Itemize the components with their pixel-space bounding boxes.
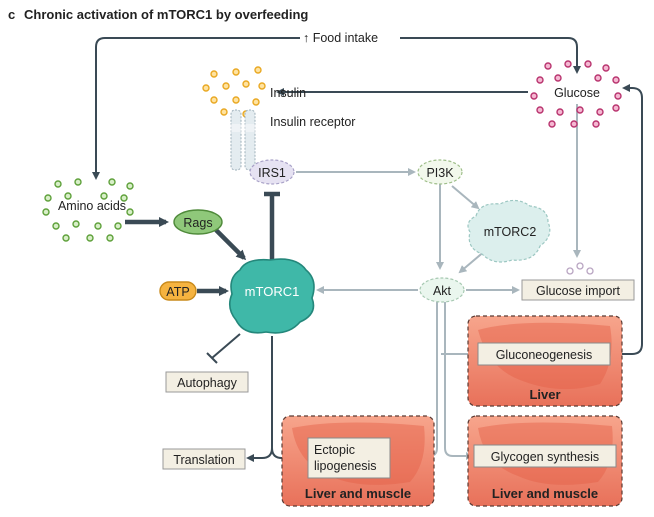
mtorc1-node — [228, 258, 315, 334]
mtorc1-label: mTORC1 — [245, 284, 300, 299]
glycogen-synthesis-label: Glycogen synthesis — [491, 450, 599, 464]
gluconeogenesis-label: Gluconeogenesis — [496, 348, 593, 362]
liver-label: Liver — [529, 387, 560, 402]
translation-label: Translation — [173, 453, 234, 467]
translation-box — [162, 448, 246, 470]
liver-and-muscle-label-1: Liver and muscle — [305, 486, 411, 501]
food-intake-arrows — [92, 37, 581, 180]
glucose-import-dots — [566, 262, 594, 275]
amino-acid-dots — [42, 178, 134, 242]
rags-node — [173, 209, 223, 235]
gluconeogenesis-to-glucose-arrow — [610, 84, 643, 355]
ectopic-lipogenesis-line1: Ectopic — [314, 443, 355, 457]
mtorc1-to-translation-arrow — [246, 336, 273, 462]
insulin-receptor-label: Insulin receptor — [270, 115, 355, 129]
insulin-dots — [202, 66, 266, 118]
glucose-label: Glucose — [554, 86, 600, 100]
lipogenesis-panel: Ectopic lipogenesis Liver and muscle — [281, 415, 435, 507]
glycogen-panel: Glycogen synthesis Liver and muscle — [467, 415, 623, 507]
pi3k-node — [417, 159, 463, 185]
insulin-label: Insulin — [270, 86, 306, 100]
ectopic-lipogenesis-line2: lipogenesis — [314, 459, 377, 473]
glucose-dots — [530, 60, 622, 128]
irs1-label: IRS1 — [258, 166, 286, 180]
pi3k-label: PI3K — [426, 166, 454, 180]
glycogen-synthesis-box — [473, 444, 617, 468]
akt-label: Akt — [433, 284, 452, 298]
autophagy-label: Autophagy — [177, 376, 238, 390]
panel-letter: c — [8, 7, 15, 22]
mtorc1-inhibits-irs1 — [264, 191, 280, 262]
atp-label: ATP — [166, 285, 189, 299]
food-intake-label: ↑ Food intake — [303, 31, 378, 45]
amino-acids-label: Amino acids — [58, 199, 126, 213]
rags-label: Rags — [183, 216, 212, 230]
liver-and-muscle-label-2: Liver and muscle — [492, 486, 598, 501]
irs1-node — [249, 159, 295, 185]
liver-panel: Gluconeogenesis Liver — [467, 315, 623, 407]
mtorc2-node — [467, 199, 551, 263]
atp-node — [159, 281, 197, 301]
mtorc2-label: mTORC2 — [484, 225, 537, 239]
insulin-receptor-icon — [228, 109, 258, 171]
glucose-import-label: Glucose import — [536, 284, 621, 298]
akt-node — [419, 277, 465, 303]
rags-to-mtorc1-arrow — [214, 228, 247, 261]
ectopic-lipogenesis-box — [307, 437, 391, 479]
mtorc1-inhibits-autophagy — [206, 333, 241, 364]
glucose-import-box — [521, 279, 635, 301]
page-title: Chronic activation of mTORC1 by overfeed… — [24, 7, 308, 22]
gluconeogenesis-box — [477, 342, 611, 366]
autophagy-box — [165, 371, 249, 393]
